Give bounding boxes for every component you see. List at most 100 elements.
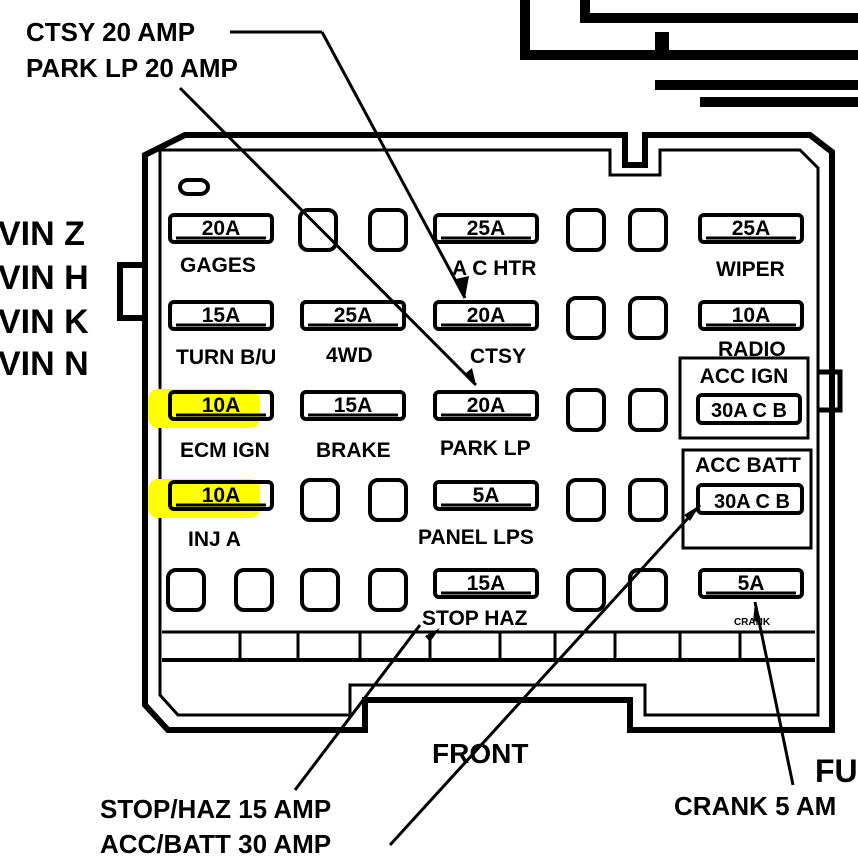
fuse-ecm-ign-body (168, 390, 274, 421)
empty-slot (368, 478, 408, 522)
fuse-ctsy-body (433, 300, 539, 331)
empty-slot (566, 208, 606, 252)
fuse-crank: 5A CRANK (698, 568, 804, 628)
fuse-wiper-label: WIPER (716, 258, 785, 281)
fuse-ctsy: 20A CTSY (433, 300, 539, 368)
fuse-crank-rating: 5A (738, 572, 765, 595)
callout-ctsy: CTSY 20 AMP (26, 17, 195, 47)
fuse-wiper: 25A WIPER (698, 213, 804, 281)
fuse-brake-body (300, 390, 406, 421)
fuse-ac-htr-rating: 25A (467, 217, 506, 240)
fuse-ac-htr: 25A A C HTR (433, 213, 539, 280)
fuse-brake-label: BRAKE (316, 439, 391, 462)
fuse-block-housing (117, 132, 843, 733)
empty-slot (566, 296, 606, 340)
fuse-turn-bu-rating: 15A (202, 304, 241, 327)
fuse-crank-body (698, 568, 804, 599)
callout-crank: CRANK 5 AM (674, 791, 836, 821)
fuse-ecm-ign: 10A ECM IGN (148, 389, 274, 462)
fuse-turn-bu-body (168, 300, 274, 331)
fuse-ac-htr-label: A C HTR (452, 257, 536, 280)
fuse-4wd: 25A 4WD (300, 300, 406, 367)
fuse-inj-a: 10A INJ A (148, 479, 274, 551)
fuse-4wd-rating: 25A (334, 304, 373, 327)
breaker-acc-batt-rating: 30A C B (714, 491, 790, 513)
empty-slot (566, 478, 606, 522)
empty-slot (628, 208, 668, 252)
leader-arrowheads (425, 276, 761, 642)
fuse-crank-label: CRANK (734, 617, 771, 628)
callout-acc-batt: ACC/BATT 30 AMP (100, 829, 331, 859)
housing-corner (520, 0, 858, 107)
fuse-gages-rating: 20A (202, 217, 241, 240)
empty-slot (166, 568, 206, 612)
leader-lines (178, 30, 795, 847)
fuse-brake: 15A BRAKE (300, 390, 406, 462)
fuse-park-lp-rating: 20A (467, 394, 506, 417)
fuse-stop-haz-rating: 15A (467, 572, 506, 595)
front-label: FRONT (432, 738, 528, 769)
empty-slot (234, 568, 274, 612)
fuse-gages-label: GAGES (180, 254, 256, 277)
fuse-gages: 20A GAGES (168, 213, 274, 277)
fuse-turn-bu-label: TURN B/U (176, 346, 276, 369)
fuse-wiper-body (698, 213, 804, 244)
callout-park-lp: PARK LP 20 AMP (26, 53, 238, 83)
breaker-acc-ign: ACC IGN 30A C B (678, 356, 810, 440)
vin-code-list: VIN Z VIN H VIN K VIN N (0, 215, 89, 383)
empty-slot (178, 178, 210, 196)
fuse-radio-label: RADIO (718, 338, 786, 361)
breaker-acc-batt: ACC BATT 30A C B (681, 448, 813, 550)
empty-slot (566, 568, 606, 612)
fuse-park-lp-label: PARK LP (440, 437, 531, 460)
fuse-park-lp: 20A PARK LP (433, 390, 539, 460)
fuse-ecm-ign-rating: 10A (202, 394, 241, 417)
fuse-inj-a-rating: 10A (202, 484, 241, 507)
fuse-radio: 10A RADIO (698, 300, 804, 361)
vin-code-h: VIN H (0, 259, 89, 297)
empty-fuse-slots (166, 178, 668, 612)
fuse-stop-haz: 15A STOP HAZ (422, 568, 539, 630)
empty-slot (368, 568, 408, 612)
fuse-radio-body (698, 300, 804, 331)
callout-stop-haz: STOP/HAZ 15 AMP (100, 794, 331, 824)
fuse-panel-lps-label: PANEL LPS (418, 526, 534, 549)
breaker-acc-batt-title: ACC BATT (695, 454, 801, 477)
vin-code-k: VIN K (0, 303, 89, 341)
empty-slot (566, 388, 606, 432)
fuse-inj-a-body (168, 480, 274, 511)
empty-slot (628, 478, 668, 522)
fuse-panel-lps: 5A PANEL LPS (418, 480, 539, 549)
fuse-turn-bu: 15A TURN B/U (168, 300, 276, 369)
fuse-ecm-ign-label: ECM IGN (180, 439, 270, 462)
fuse-radio-rating: 10A (732, 304, 771, 327)
empty-slot (628, 568, 668, 612)
fuse-layer: 20A GAGES 25A A C HTR 25A WIPER 15A TURN B/U 25A… (148, 213, 804, 630)
fuse-4wd-label: 4WD (326, 344, 373, 367)
fuse-stop-haz-label: STOP HAZ (422, 607, 528, 630)
empty-slot (298, 208, 338, 252)
fuse-gages-body (168, 213, 274, 244)
empty-slot (628, 388, 668, 432)
fuse-wiper-rating: 25A (732, 217, 771, 240)
fuse-4wd-body (300, 300, 406, 331)
empty-slot (300, 478, 340, 522)
fuse-stop-haz-body (433, 568, 539, 599)
vin-code-z: VIN Z (0, 215, 85, 253)
fuse-ac-htr-body (433, 213, 539, 244)
fuse-inj-a-label: INJ A (188, 528, 241, 551)
bottom-teeth (238, 632, 742, 660)
breaker-acc-ign-rating: 30A C B (711, 400, 787, 422)
fuse-brake-rating: 15A (334, 394, 373, 417)
callout-fu: FU (815, 753, 858, 789)
fuse-ctsy-label: CTSY (470, 345, 526, 368)
fuse-panel-lps-body (433, 480, 539, 511)
empty-slot (368, 208, 408, 252)
empty-slot (300, 568, 340, 612)
breaker-acc-ign-title: ACC IGN (700, 365, 789, 388)
empty-slot (628, 296, 668, 340)
vin-code-n: VIN N (0, 345, 89, 383)
fuse-panel-lps-rating: 5A (473, 484, 500, 507)
fuse-ctsy-rating: 20A (467, 304, 506, 327)
